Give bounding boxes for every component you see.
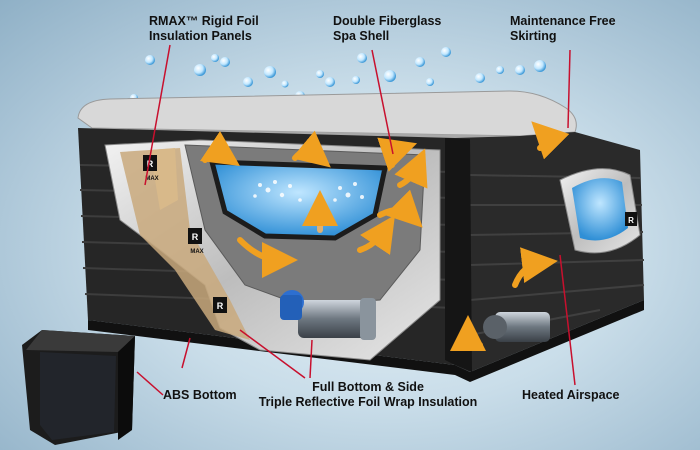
rmax-logo-3: R [217,301,224,311]
label-heated-airspace: Heated Airspace [522,388,620,403]
rmax-logo-2: R [192,232,199,242]
label-skirting: Maintenance Free Skirting [510,14,616,44]
label-rmax-line2: Insulation Panels [149,29,259,44]
leader-abs [137,372,163,395]
label-shell-line1: Double Fiberglass [333,14,441,29]
label-spa-shell: Double Fiberglass Spa Shell [333,14,441,44]
label-skirt-line2: Skirting [510,29,616,44]
abs-bottom-sample [22,330,135,445]
svg-text:MAX: MAX [145,176,158,182]
label-shell-line2: Spa Shell [333,29,441,44]
svg-text:MAX: MAX [190,249,203,255]
label-rmax-panels: RMAX™ Rigid Foil Insulation Panels [149,14,259,44]
leader-abs-base [182,338,190,368]
label-rmax-line1: RMAX™ Rigid Foil [149,14,259,29]
label-foil-wrap: Full Bottom & Side Triple Reflective Foi… [248,380,488,410]
label-wrap-line2: Triple Reflective Foil Wrap Insulation [248,395,488,410]
label-wrap-line1: Full Bottom & Side [248,380,488,395]
rmax-logo-4: R [628,216,634,225]
label-skirt-line1: Maintenance Free [510,14,616,29]
label-abs-bottom: ABS Bottom [163,388,237,403]
